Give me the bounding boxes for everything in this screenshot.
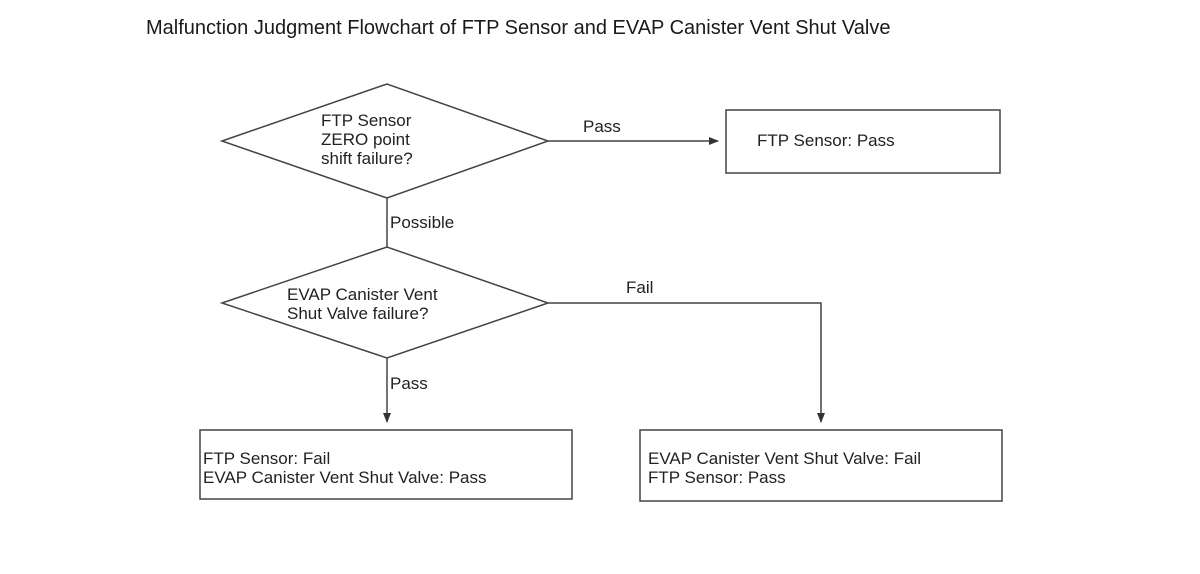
result-evap-fail-line-1: EVAP Canister Vent Shut Valve: Fail	[648, 449, 922, 468]
decision-ftp-zero-label: FTP Sensor ZERO point shift failure?	[321, 111, 413, 168]
result-evap-fail-label: EVAP Canister Vent Shut Valve: Fail FTP …	[648, 449, 921, 487]
result-ftp-pass-line-1: FTP Sensor: Pass	[757, 131, 895, 150]
connector-d2-fail-arrow	[548, 302, 825, 423]
flowchart-title: Malfunction Judgment Flowchart of FTP Se…	[146, 17, 891, 39]
result-evap-fail-box	[639, 429, 1003, 502]
result-ftp-fail-line-1: FTP Sensor: Fail	[203, 449, 331, 468]
result-ftp-fail-label: FTP Sensor: Fail EVAP Canister Vent Shut…	[203, 449, 487, 487]
decision-evap-valve-label: EVAP Canister Vent Shut Valve failure?	[287, 285, 438, 323]
edge-label-d2-fail: Fail	[626, 278, 654, 297]
decision-evap-valve-line-2: Shut Valve failure?	[287, 304, 429, 323]
decision-ftp-zero-line-2: ZERO point	[321, 130, 410, 149]
result-ftp-fail-box	[199, 429, 573, 500]
result-ftp-fail-line-2: EVAP Canister Vent Shut Valve: Pass	[203, 468, 487, 487]
result-evap-fail-line-2: FTP Sensor: Pass	[648, 468, 786, 487]
decision-evap-valve-line-1: EVAP Canister Vent	[287, 285, 438, 304]
edge-label-d1-possible: Possible	[390, 213, 455, 232]
result-ftp-pass-box	[725, 109, 1001, 174]
result-ftp-pass-label: FTP Sensor: Pass	[757, 131, 895, 150]
decision-ftp-zero-line-1: FTP Sensor	[321, 111, 412, 130]
edge-label-d1-pass: Pass	[583, 117, 621, 136]
decision-ftp-zero-line-3: shift failure?	[321, 149, 413, 168]
edge-label-d2-pass: Pass	[390, 374, 428, 393]
